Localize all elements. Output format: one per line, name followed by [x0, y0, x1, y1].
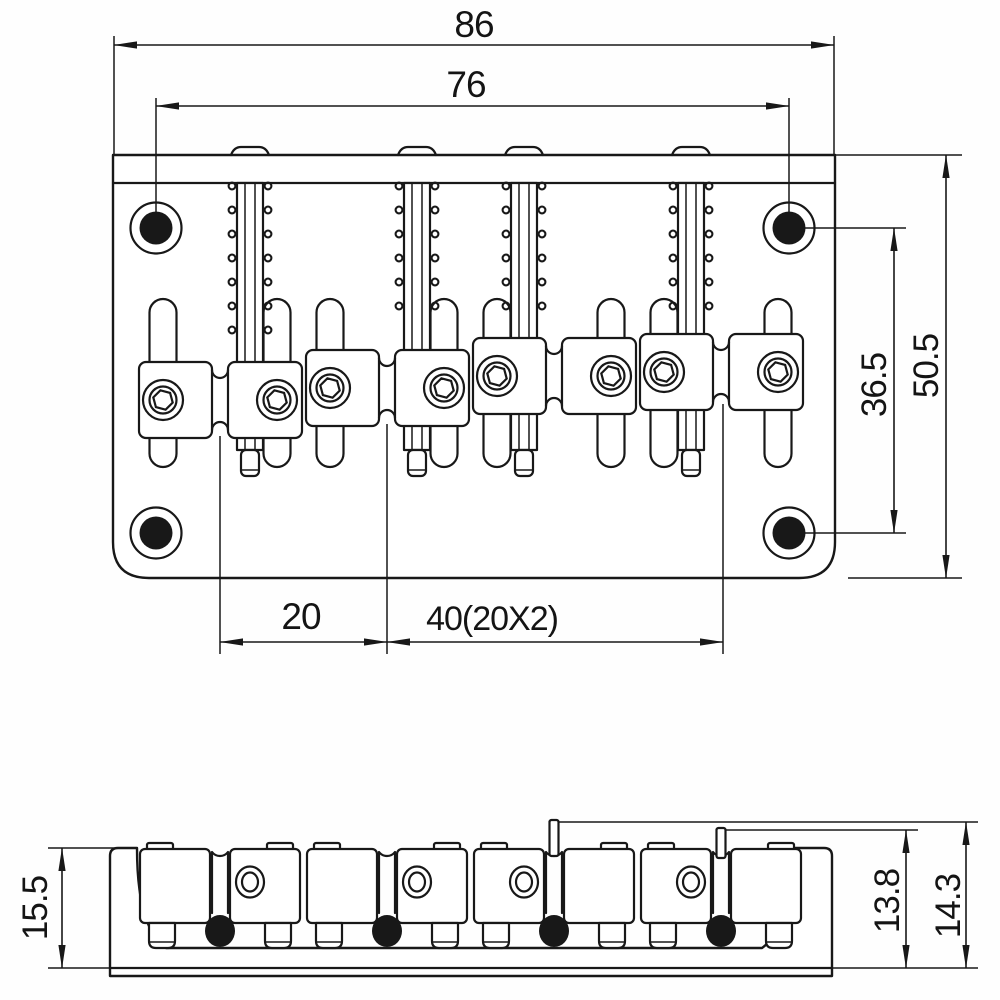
height-reference-pin: [715, 826, 727, 860]
spring-coil-dot: [227, 325, 237, 335]
dim-mounting-hole-row-span: 36.5: [789, 227, 906, 534]
spring-coil-dot: [263, 181, 273, 191]
spring-coil-dot: [263, 277, 273, 287]
spring-coil-dot: [394, 205, 404, 215]
spring-coil-dot: [537, 253, 547, 263]
spring-coil-dot: [704, 277, 714, 287]
intonation-screw: [676, 181, 706, 478]
dim-label-tail-flange-height: 15.5: [16, 876, 55, 940]
spring-coil-dot: [227, 277, 237, 287]
spring-coil-dot: [430, 181, 440, 191]
spring-coil-dot: [263, 301, 273, 311]
spring-coil-dot: [668, 277, 678, 287]
spring-coil-dot: [263, 229, 273, 239]
side-view: [108, 818, 834, 978]
spring-coil-dot: [394, 181, 404, 191]
spring-coil-dot: [704, 229, 714, 239]
dim-overall-height: 14.3: [558, 821, 978, 969]
spring-coil-dot: [394, 277, 404, 287]
dim-label-mounting-hole-span: 76: [446, 64, 485, 105]
spring-coil-dot: [430, 229, 440, 239]
dim-tail-flange-height: 15.5: [16, 847, 118, 969]
spring-coil-dot: [501, 301, 511, 311]
plan-dimensions: 86 76 50.5 36.5 20 40(20X2): [113, 4, 962, 654]
spring-coil-dot: [704, 181, 714, 191]
spring-coil-dot: [227, 253, 237, 263]
spring-coil-dot: [537, 277, 547, 287]
spring-coil-dot: [263, 205, 273, 215]
spring-coil-dot: [501, 229, 511, 239]
spring-coil-dot: [263, 325, 273, 335]
dim-outer-string-span: 40(20X2): [386, 404, 724, 654]
spring-coil-dot: [668, 301, 678, 311]
dim-label-saddle-top-height: 13.8: [868, 869, 907, 933]
spring-coil-dot: [501, 205, 511, 215]
spring-coil-dot: [430, 253, 440, 263]
side-screw-holes: [234, 865, 707, 899]
spring-coil-dot: [430, 205, 440, 215]
spring-coil-dot: [668, 205, 678, 215]
side-saddle-3: [472, 841, 636, 950]
mounting-hole: [129, 506, 183, 560]
dim-label-overall-height: 14.3: [929, 874, 968, 938]
spring-coil-dot: [537, 229, 547, 239]
side-saddle-1: [138, 841, 302, 950]
spring-coil-dot: [668, 229, 678, 239]
intonation-screw: [402, 181, 432, 478]
spring-coil-dot: [227, 181, 237, 191]
dim-mounting-hole-span: 76: [155, 64, 790, 228]
dim-label-overall-width: 86: [454, 4, 493, 45]
spring-coil-dot: [537, 301, 547, 311]
dim-label-mounting-hole-row-span: 36.5: [855, 353, 894, 417]
height-reference-pin: [548, 818, 560, 858]
intonation-springs: [227, 181, 714, 335]
dim-label-outer-string-span: 40(20X2): [426, 600, 558, 638]
intonation-screw-heads: [229, 145, 712, 157]
side-plate-outline: [108, 846, 834, 978]
spring-coil-dot: [227, 205, 237, 215]
spring-coil-dot: [704, 301, 714, 311]
dim-label-string-spacing: 20: [281, 596, 321, 637]
spring-coil-dot: [501, 181, 511, 191]
intonation-screw: [509, 181, 539, 478]
dim-overall-width: 86: [113, 4, 835, 155]
dim-overall-depth: 50.5: [835, 154, 962, 579]
spring-coil-dot: [227, 301, 237, 311]
spring-coil-dot: [263, 253, 273, 263]
spring-coil-dot: [537, 181, 547, 191]
spring-coil-dot: [537, 205, 547, 215]
spring-coil-dot: [501, 253, 511, 263]
dim-string-spacing: 20: [219, 424, 388, 654]
spring-coil-dot: [430, 277, 440, 287]
spring-coil-dot: [430, 301, 440, 311]
dim-saddle-top-height: 13.8: [725, 829, 918, 969]
spring-coil-dot: [394, 301, 404, 311]
spring-coil-dot: [394, 253, 404, 263]
spring-coil-dot: [394, 229, 404, 239]
spring-coil-dot: [227, 229, 237, 239]
spring-coil-dot: [704, 205, 714, 215]
side-saddle-2: [305, 841, 469, 950]
spring-coil-dot: [668, 253, 678, 263]
spring-coil-dot: [501, 277, 511, 287]
side-dimensions: 15.5 13.8 14.3: [16, 821, 978, 969]
plan-view: [111, 145, 837, 580]
dim-label-overall-depth: 50.5: [907, 334, 946, 398]
spring-coil-dot: [704, 253, 714, 263]
spring-coil-dot: [668, 181, 678, 191]
